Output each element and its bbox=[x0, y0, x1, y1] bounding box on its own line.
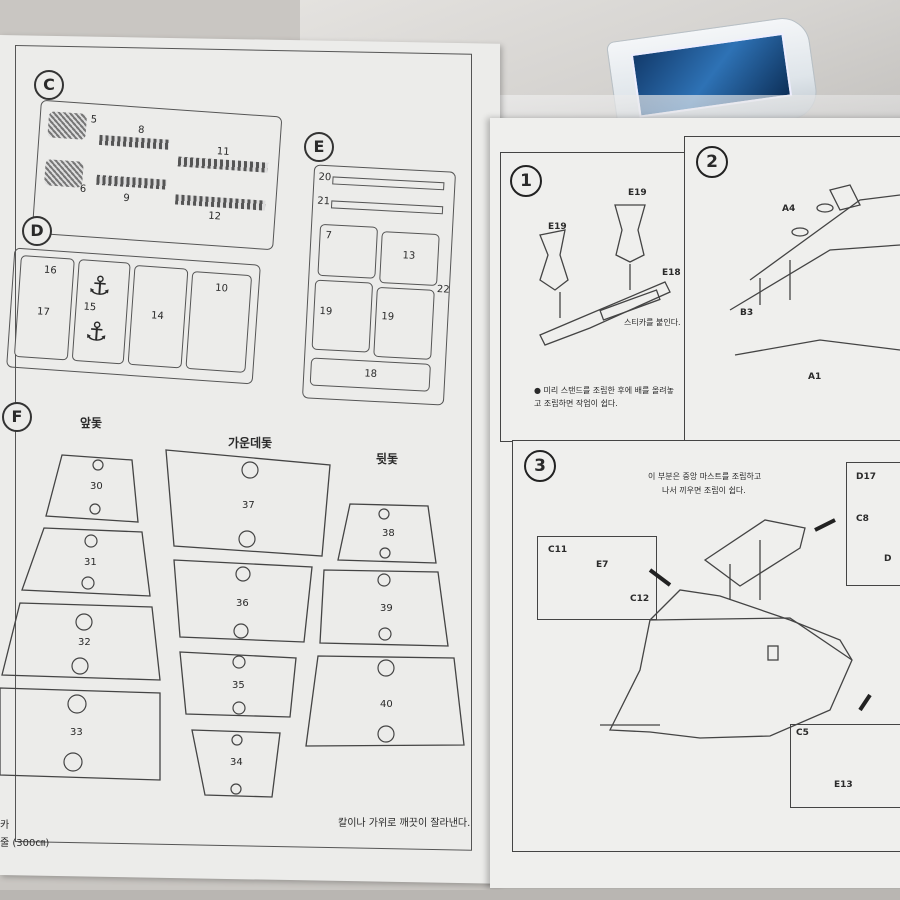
step3-label-c5: C5 bbox=[796, 728, 809, 738]
step2-number: 2 bbox=[696, 146, 728, 178]
footer-left-1: 카 bbox=[0, 820, 10, 831]
sail-38-number: 38 bbox=[382, 528, 395, 539]
sail-36-number: 36 bbox=[236, 598, 249, 609]
step3-number: 3 bbox=[524, 450, 556, 482]
section-e-label: E bbox=[304, 132, 334, 162]
step1-label-e18: E18 bbox=[662, 268, 681, 278]
step1-panel bbox=[500, 152, 686, 442]
step3-label-d-partial: D bbox=[884, 554, 892, 564]
step2-label-a1: A1 bbox=[808, 372, 822, 382]
rear-sail-title: 뒷돛 bbox=[376, 452, 399, 466]
middle-sail-title: 가운데돛 bbox=[228, 436, 273, 450]
step3-ship-drawing bbox=[600, 518, 872, 739]
step3-label-c11: C11 bbox=[548, 545, 568, 555]
sail-outlines bbox=[0, 449, 465, 798]
step3-label-d17: D17 bbox=[856, 472, 876, 482]
sail-30-number: 30 bbox=[90, 481, 103, 492]
sail-34-number: 34 bbox=[230, 757, 243, 768]
step3-note-line2: 나서 끼우면 조립이 쉽다. bbox=[662, 486, 746, 495]
sail-40-number: 40 bbox=[380, 699, 393, 710]
step1-number: 1 bbox=[510, 165, 542, 197]
step2-label-a4: A4 bbox=[782, 204, 796, 214]
sail-31-number: 31 bbox=[84, 557, 97, 568]
section-d-label: D bbox=[22, 216, 52, 246]
sail-32-number: 32 bbox=[78, 637, 91, 648]
section-f-label: F bbox=[2, 402, 32, 432]
step3-label-e13: E13 bbox=[834, 780, 853, 790]
step2-hull-drawing bbox=[729, 184, 900, 356]
step1-note: ● 미리 스탠드를 조립한 후에 배를 올려놓고 조립하면 작업이 쉽다. bbox=[534, 386, 674, 408]
sail-39-number: 39 bbox=[380, 603, 393, 614]
table-edge bbox=[0, 890, 900, 900]
step1-label-e19a: E19 bbox=[548, 222, 567, 232]
step3-note-line1: 이 부분은 중앙 마스트를 조립하고 bbox=[648, 472, 762, 481]
step3-inset-c5-e13 bbox=[790, 724, 900, 808]
step2-label-b3: B3 bbox=[740, 308, 754, 318]
step1-drawing bbox=[539, 204, 671, 346]
front-sail-title: 앞돛 bbox=[80, 416, 103, 430]
sail-35-number: 35 bbox=[232, 680, 245, 691]
step3-label-c8: C8 bbox=[856, 514, 869, 524]
sail-37-number: 37 bbox=[242, 500, 255, 511]
step2-panel bbox=[684, 136, 900, 442]
step3-label-c12: C12 bbox=[630, 594, 650, 604]
step3-inset-d17-c8 bbox=[846, 462, 900, 586]
section-c-label: C bbox=[34, 70, 64, 100]
footer-left-2: 줄 (300㎝) bbox=[0, 838, 50, 849]
step1-callout: 스티카를 붙인다. bbox=[624, 318, 681, 327]
step1-label-e19b: E19 bbox=[628, 188, 647, 198]
sail-33-number: 33 bbox=[70, 727, 83, 738]
step3-inset-c11-e7-c12 bbox=[537, 536, 657, 620]
step3-label-e7: E7 bbox=[596, 560, 609, 570]
footer-right: 칼이나 가위로 깨끗이 잘라낸다. bbox=[338, 818, 471, 829]
